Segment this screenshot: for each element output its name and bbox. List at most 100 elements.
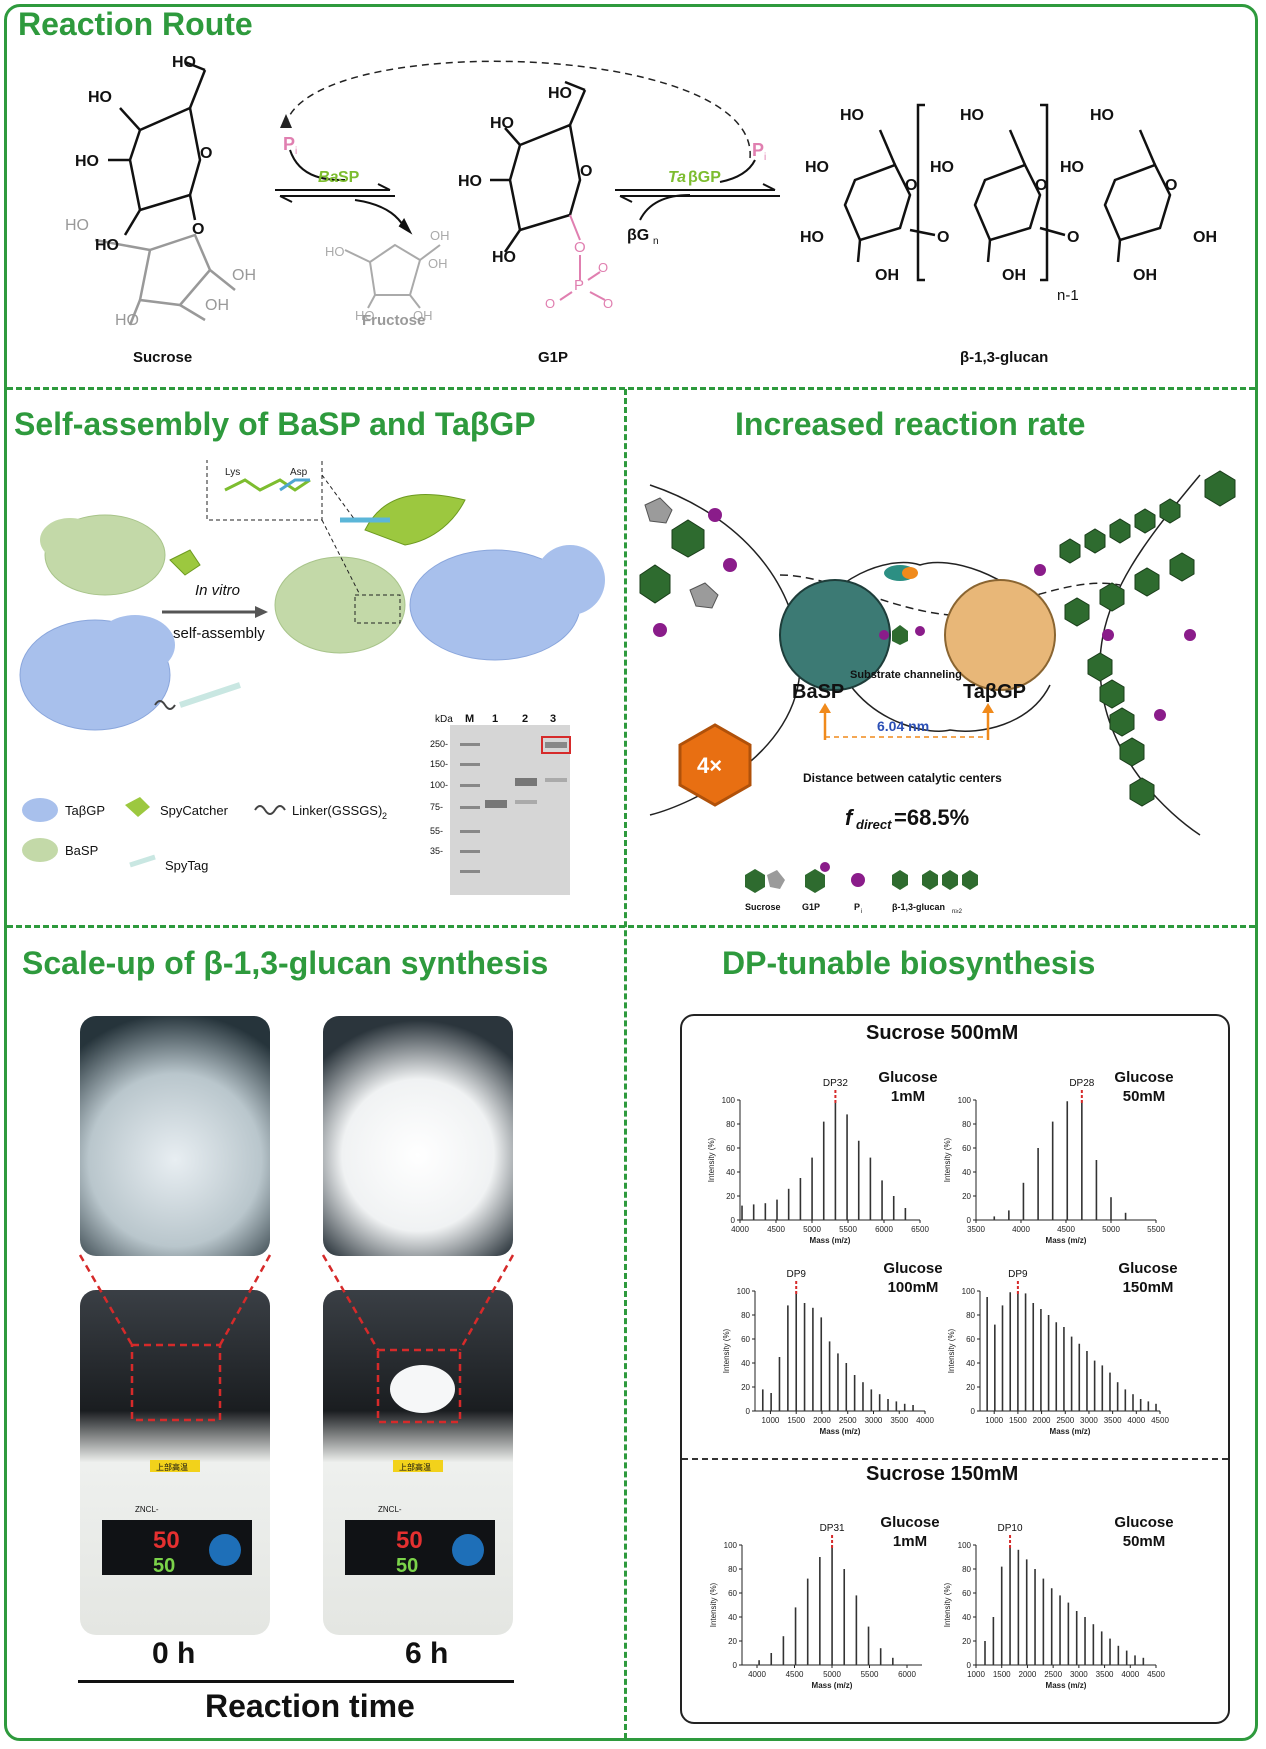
zoom-line-6h-left [321, 1254, 380, 1351]
ms-y-tick-label: 60 [962, 1144, 971, 1153]
spycatcher-assembled [364, 493, 466, 546]
gel-marker-100: 100- [430, 780, 448, 790]
asp-label: Asp [290, 467, 308, 478]
sucrose-icon-1 [644, 497, 673, 524]
glucan-oh-3: OH [1133, 267, 1157, 284]
fructose-structure [344, 243, 441, 309]
ms-condition-conc: 1mM [891, 1088, 925, 1105]
route-pi-right: P [752, 140, 764, 160]
glucan-oh-1: OH [875, 267, 899, 284]
glucan-ho-7: HO [800, 229, 824, 246]
sucrose-150-label: Sucrose 150mM [866, 1463, 1019, 1485]
route-enzyme-tabgp-prefix: Ta [668, 169, 686, 186]
time-axis-label: Reaction time [205, 1688, 415, 1724]
recycle-arrowhead [280, 114, 292, 128]
glucan-chain-bottom [1087, 652, 1155, 807]
gel-band-lane-1 [485, 800, 507, 808]
glucan-n-minus-1: n-1 [1057, 287, 1079, 304]
isopeptide-bond [224, 478, 311, 492]
fdirect-sub: direct [856, 817, 892, 832]
ms-xlabel: Mass (m/z) [1046, 1681, 1087, 1690]
self-assembly-label: self-assembly [173, 625, 265, 642]
ms-xlabel: Mass (m/z) [812, 1681, 853, 1690]
pi-dot-1 [708, 508, 722, 522]
sucrose-ho-5: HO [65, 217, 89, 234]
fold-label: 4× [697, 753, 722, 778]
ms-x-tick-label: 6000 [875, 1225, 893, 1234]
route-pi-right-sub: i [764, 152, 766, 163]
self-assembly-illustration: Lys Asp In vitro self-assembly TaβGP Spy… [19, 460, 605, 895]
route-bgn-sub: n [653, 236, 659, 247]
ms-x-tick-label: 5500 [1147, 1225, 1165, 1234]
fructose-ho-1: HO [325, 244, 345, 259]
ms-x-tick-label: 2500 [1056, 1416, 1074, 1425]
legend-pi-sub: i [861, 909, 862, 915]
ms-x-tick-label: 1500 [1009, 1416, 1027, 1425]
route-pi-left: P [283, 134, 295, 154]
ms-condition-conc: 150mM [1123, 1279, 1174, 1296]
gel-marker-250: 250- [430, 739, 448, 749]
route-bgn: βG [627, 227, 649, 244]
ms-y-tick-label: 20 [966, 1383, 975, 1392]
ms-x-tick-label: 4500 [1151, 1416, 1169, 1425]
ms-condition-conc: 50mM [1123, 1533, 1166, 1550]
warning-label-6h: 上部高温 [399, 1462, 431, 1472]
linker-left [154, 700, 176, 710]
ms-condition-conc: 100mM [888, 1279, 939, 1296]
ms-x-tick-label: 6000 [898, 1670, 916, 1679]
sucrose-ho-6: HO [115, 312, 139, 329]
legend-tabgp-icon [22, 798, 58, 822]
rate-channeling-label: Substrate channeling [850, 669, 962, 681]
sucrose-ho-2: HO [88, 89, 112, 106]
ms-x-tick-label: 1500 [787, 1416, 805, 1425]
ms-xlabel: Mass (m/z) [810, 1236, 851, 1245]
ms-y-tick-label: 40 [726, 1168, 735, 1177]
display-0h-top: 50 [153, 1527, 180, 1554]
legend-spycatcher-icon [125, 797, 150, 817]
g1p-o-3: O [598, 260, 608, 275]
gel-kda: kDa [435, 714, 453, 725]
legend-g1p-icon [805, 869, 825, 893]
ms-x-tick-label: 3000 [1080, 1416, 1098, 1425]
glucan-o-link-2: O [1067, 229, 1079, 246]
ms-y-tick-label: 20 [962, 1637, 971, 1646]
distance-value: 6.04 nm [877, 718, 929, 734]
glucan-ho-4: HO [805, 159, 829, 176]
glucan-ho-3: HO [1090, 107, 1114, 124]
ms-y-tick-label: 100 [958, 1541, 972, 1550]
sucrose-fructose-ring [94, 233, 236, 326]
sucrose-label: Sucrose [133, 349, 192, 366]
distance-caption: Distance between catalytic centers [803, 771, 1002, 785]
legend-sucrose: Sucrose [745, 902, 781, 912]
legend-spytag: SpyTag [165, 858, 208, 873]
reaction-route-scheme: O HO HO HO HO O HO OH OH HO P i Ba SP [65, 54, 1217, 366]
ms-x-tick-label: 2500 [1044, 1670, 1062, 1679]
ms-x-tick-label: 3500 [890, 1416, 908, 1425]
ms-y-tick-label: 40 [962, 1613, 971, 1622]
legend-spycatcher: SpyCatcher [160, 803, 229, 818]
sucrose-o-link: O [192, 221, 204, 238]
ms-y-tick-label: 20 [728, 1637, 737, 1646]
legend-glucan-sub: n≥2 [952, 909, 963, 915]
channeling-illustration: BaSP TaβGP Substrate channeling 6.04 nm … [639, 470, 1236, 915]
g1p-ho-1: HO [548, 85, 572, 102]
glucan-o-3: O [1165, 177, 1177, 194]
glucan-label: β-1,3-glucan [960, 349, 1048, 366]
sucrose-oh-1: OH [232, 267, 256, 284]
ms-x-tick-label: 4500 [767, 1225, 785, 1234]
ms-y-tick-label: 100 [737, 1287, 751, 1296]
zoom-line-6h-right [458, 1254, 515, 1351]
g1p-ho-3: HO [458, 173, 482, 190]
basp-equilibrium-arrows [275, 149, 413, 235]
gel-highlight-box [541, 736, 571, 754]
glucan-oh-end: OH [1193, 229, 1217, 246]
legend-linker-icon [254, 805, 286, 815]
ms-y-tick-label: 100 [722, 1096, 736, 1105]
g1p-o-2: O [603, 296, 613, 311]
ms-dp-annotation: DP9 [1008, 1269, 1028, 1280]
ms-y-tick-label: 40 [966, 1359, 975, 1368]
g1p-p-atom: P [574, 277, 584, 294]
legend-tabgp: TaβGP [65, 803, 105, 818]
